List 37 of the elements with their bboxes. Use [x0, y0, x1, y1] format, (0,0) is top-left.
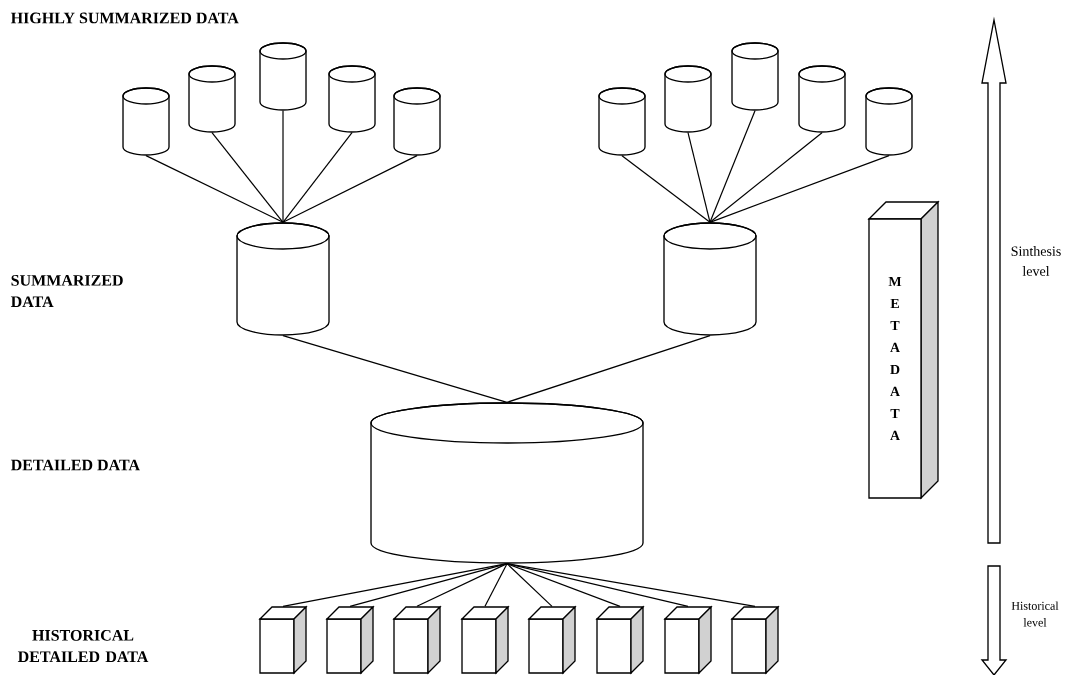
database-cylinder	[393, 87, 441, 156]
connector-line	[282, 335, 508, 403]
connector-line	[282, 563, 508, 607]
database-cylinder	[122, 87, 170, 156]
database-cylinder	[328, 65, 376, 133]
connector-line	[506, 563, 756, 607]
database-cylinder	[664, 65, 712, 133]
connector-line	[416, 563, 508, 607]
level-label: HISTORICAL DETAILED DATA	[17, 630, 149, 662]
axis-label: Historical level	[1011, 601, 1059, 627]
connector-line	[709, 155, 890, 223]
connector-line	[621, 155, 711, 223]
connector-line	[506, 563, 621, 607]
axis-label: Sinthesis level	[1011, 246, 1061, 276]
database-cylinder	[236, 222, 330, 336]
level-label: SUMMARIZED DATA	[10, 275, 123, 307]
database-cylinder	[188, 65, 236, 133]
database-cylinder	[798, 65, 846, 133]
database-cylinder	[259, 42, 307, 111]
level-label: DETAILED DATA	[10, 459, 140, 471]
connector-line	[211, 132, 284, 223]
connector-line	[687, 132, 711, 223]
connector-line	[506, 563, 553, 607]
connector-line	[282, 155, 418, 223]
connector-line	[709, 132, 823, 223]
connector-line	[282, 110, 284, 223]
connector-line	[282, 132, 353, 223]
level-label: HIGHLY SUMMARIZED DATA	[10, 12, 239, 24]
database-cylinder	[731, 42, 779, 111]
database-cylinder	[663, 222, 757, 336]
database-cylinder	[370, 402, 644, 564]
connector-line	[349, 563, 508, 607]
connector-line	[145, 155, 284, 223]
database-cylinder	[598, 87, 646, 156]
database-cylinder	[865, 87, 913, 156]
connector-line	[709, 110, 756, 223]
connector-line	[506, 335, 711, 403]
